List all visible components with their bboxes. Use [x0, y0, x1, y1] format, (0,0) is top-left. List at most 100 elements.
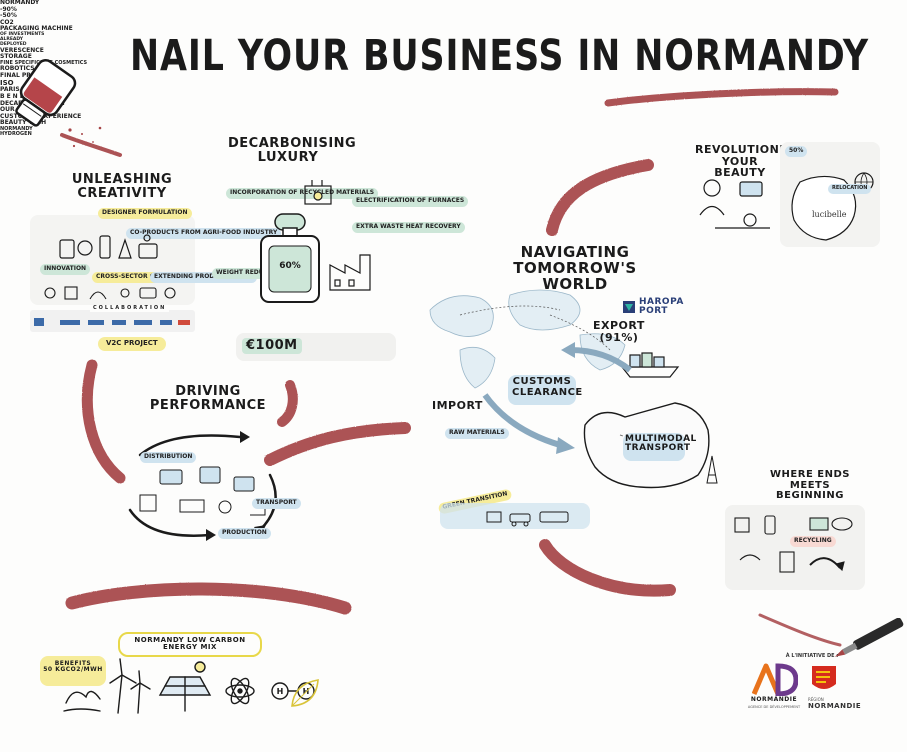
initiative-label: À L'INITIATIVE DE : — [785, 653, 839, 659]
unleashing-title: UNLEASHING CREATIVITY — [62, 173, 182, 200]
ad-normandie-sub: AGENCE DE DÉVELOPPEMENT — [747, 705, 801, 709]
where-ends-title-line2: MEETS BEGINNING — [776, 479, 844, 501]
bottom-arc-stroke — [539, 539, 676, 597]
ad-normandie-logo-icon — [752, 663, 798, 696]
benefits-strip — [440, 503, 590, 529]
unleashing-label-normandy: NORMANDY — [0, 0, 40, 6]
france-map-sketch — [791, 172, 874, 241]
ship-icon — [620, 352, 680, 378]
energy-benefit-badge: BENEFITS 50 kgCO2/MWH — [40, 656, 106, 686]
energy-title-box: NORMANDY LOW CARBON ENERGY MIX — [118, 632, 262, 657]
center-arc-stroke — [277, 380, 298, 427]
mid-connector-stroke — [264, 422, 411, 466]
eiffel-tower-icon — [706, 455, 718, 484]
decarb-label-weight: WEIGHT REDUCTION — [212, 268, 289, 279]
decarbonising-title-line2: LUXURY — [257, 149, 319, 165]
furnace-icon — [304, 180, 332, 205]
haropa-port-logo: HAROPA PORT — [622, 297, 684, 317]
collaboration-label: COLLABORATION — [90, 305, 170, 312]
left-arc-stroke — [81, 359, 126, 484]
where-ends-title: WHERE ENDS MEETS BEGINNING — [755, 469, 865, 502]
paris-label: PARIS — [0, 86, 20, 94]
where-ends-title-line1: WHERE ENDS — [770, 469, 850, 480]
energy-benefit-line2: 50 kgCO2/MWH — [43, 666, 103, 674]
lower-left-stroke — [65, 582, 352, 615]
solar-panel-icon — [158, 661, 212, 712]
brush-tip-stroke — [758, 613, 842, 647]
recycling-label: RECYCLING — [790, 536, 836, 547]
import-arrow — [482, 393, 575, 454]
beauty-pct: 50% — [785, 146, 808, 157]
navigating-title: NAVIGATING TOMORROW'S WORLD — [490, 243, 660, 293]
navigating-title-line1: NAVIGATING — [520, 243, 630, 261]
decarb-label-minus90: -90% — [0, 5, 17, 13]
benefits-sketches — [486, 511, 569, 527]
unleashing-bottom-sketches — [44, 286, 176, 300]
driving-label-robotics: ROBOTICS — [0, 65, 35, 73]
decarbonising-title-line1: DECARBONISING — [228, 136, 357, 151]
multimodal-line2: TRANSPORT — [625, 443, 691, 454]
multimodal-panel — [623, 433, 685, 461]
ad-normandie-name: NORMANDIE — [750, 696, 798, 703]
multimodal-line1: MULTIMODAL — [625, 434, 697, 444]
decarb-label-incorporation: INCORPORATION OF RECYCLED MATERIALS — [226, 188, 379, 199]
driving-title-line1: DRIVING — [175, 384, 241, 399]
wave-icon — [63, 690, 101, 712]
top-arc-stroke — [546, 159, 654, 236]
driving-label-production: PRODUCTION — [218, 528, 271, 539]
customs-label-group: CUSTOMS CLEARANCE — [512, 376, 583, 398]
perfume-bottle-icon: 60% — [260, 213, 320, 303]
energy-benefit-line1: BENEFITS — [54, 660, 92, 667]
decarb-label-electrification: ELECTRIFICATION OF FURNACES — [352, 196, 469, 207]
unleashing-title-line1: UNLEASHING — [71, 172, 173, 187]
haropa-line2: PORT — [639, 306, 668, 317]
where-ends-panel — [725, 505, 865, 590]
world-map-sketch — [429, 289, 626, 389]
export-label-group: EXPORT (91%) — [593, 320, 645, 343]
perfume-percent: 60% — [279, 261, 301, 271]
decarb-label-waste-heat: EXTRA WASTE HEAT RECOVERY — [352, 222, 465, 233]
nail-brush-icon — [834, 618, 904, 657]
nail-polish-bottle-icon — [15, 58, 77, 127]
collaboration-logos: COLLABORATION — [30, 305, 195, 332]
region-normandie-crest-icon — [812, 666, 836, 689]
nail-drip-stroke — [60, 133, 122, 157]
export-arrow — [561, 342, 632, 373]
multimodal-label-group: MULTIMODAL TRANSPORT — [625, 434, 697, 454]
haropa-line1: HAROPA — [639, 297, 684, 307]
decarbonising-title: DECARBONISING LUXURY — [228, 136, 357, 165]
export-percent: (91%) — [599, 330, 639, 344]
unleashing-sketches — [59, 234, 158, 259]
wind-turbine-icon — [109, 658, 151, 714]
unleashing-label-3: INNOVATION — [40, 264, 91, 275]
leaf-icon — [291, 679, 319, 707]
unleashing-label-5: EXTENDING PRODUCT RANGE — [150, 272, 258, 283]
driving-label-storage: STORAGE — [0, 53, 32, 61]
customs-line2: CLEARANCE — [512, 386, 583, 398]
atom-icon — [225, 677, 255, 705]
unleashing-label-1: DESIGNER FORMULATION — [98, 208, 192, 219]
beauty-tech-label: BEAUTY TECH — [0, 119, 47, 127]
revolutionise-title-line1: REVOLUTIONISE — [695, 143, 801, 156]
energy-title-line1: NORMANDY LOW CARBON — [134, 636, 246, 644]
decarb-label-co2: CO2 — [0, 18, 14, 26]
svg-text:H: H — [277, 687, 284, 696]
driving-title-line2: PERFORMANCE — [149, 397, 267, 413]
region-line1: RÉGION — [808, 697, 824, 702]
customs-panel — [508, 375, 576, 405]
haropa-mark-icon — [623, 301, 635, 313]
factory-icon — [329, 254, 371, 291]
investment-value: €100M — [242, 338, 302, 354]
investment-text: OF INVESTMENTS ALREADY DEPLOYED — [0, 31, 45, 47]
customs-line1: CUSTOMS — [512, 376, 572, 387]
beauty-sketches — [699, 179, 770, 229]
v2c-project-badge: V2C PROJECT — [98, 337, 166, 351]
title-underline-stroke — [604, 88, 839, 107]
paint-splatter-icon — [68, 126, 102, 148]
decarb-label-packaging: PACKAGING MACHINE — [0, 25, 73, 33]
unleashing-label-2: CO-PRODUCTS FROM AGRI-FOOD INDUSTRY — [126, 228, 282, 239]
navigating-title-line2: TOMORROW'S WORLD — [513, 258, 637, 293]
verescence-label: VERESCENCE — [0, 46, 44, 54]
